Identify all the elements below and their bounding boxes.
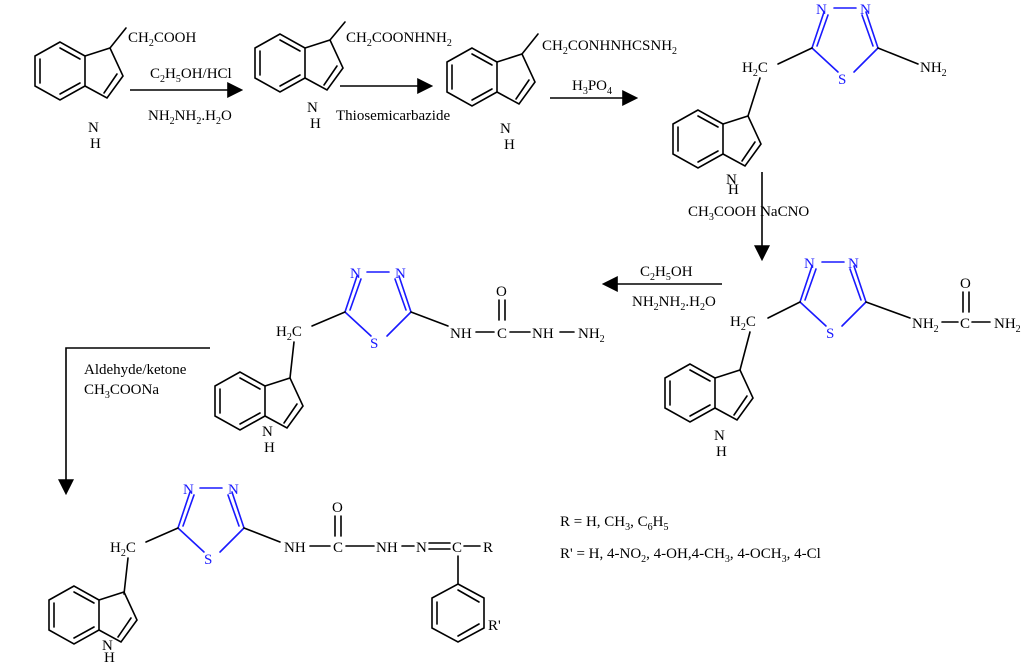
c1-nh: N — [88, 120, 99, 136]
c7-ch2: H2C — [110, 540, 136, 559]
c2-nh: N — [307, 100, 318, 116]
compound-1-indole-acetic-acid: CH2COOH N H — [34, 27, 197, 152]
c4-h: H — [728, 182, 739, 198]
c6-s: S — [370, 336, 378, 352]
c4-n1: N — [816, 2, 827, 18]
c7-s: S — [204, 552, 212, 568]
c4-s: S — [838, 72, 846, 88]
compound-2-hydrazide: CH2COONHNH2 N H — [254, 21, 452, 132]
c5-nh: N — [714, 428, 725, 444]
c6-n2: N — [395, 266, 406, 282]
c6-ch2: H2C — [276, 324, 302, 343]
c5-nh2-right: NH2 — [994, 316, 1021, 335]
c2-substituent: CH2COONHNH2 — [346, 30, 452, 49]
c6-nh2-link: NH — [532, 326, 554, 342]
c7-c-imine: C — [452, 540, 462, 556]
c7-rprime: R' — [488, 618, 501, 634]
c1-substituent: CH2COOH — [128, 30, 197, 49]
c7-nh-nh: NH — [376, 540, 398, 556]
c4-ch2: H2C — [742, 60, 768, 79]
reagent-step6-top: Aldehyde/ketone — [84, 362, 187, 378]
reagent-step3: H3PO4 — [572, 78, 612, 97]
c7-n1: N — [183, 482, 194, 498]
c7-n-imine: N — [416, 540, 427, 556]
c7-n: N — [102, 638, 113, 654]
legend-r: R = H, CH3, C6H5 — [560, 514, 669, 533]
reagent-step5-bottom: NH2NH2.H2O — [632, 294, 716, 313]
c3-nh: N — [500, 121, 511, 137]
reagent-step2: Thiosemicarbazide — [336, 108, 450, 124]
c1-h: H — [90, 136, 101, 152]
c6-nh: NH — [450, 326, 472, 342]
compound-6-semicarbazide-thiadiazole: N N S NH C O NH NH2 H2C N H — [214, 266, 605, 456]
c6-carbon: C — [497, 326, 507, 342]
c6-nh2: NH2 — [578, 326, 605, 345]
c4-amine: NH2 — [920, 60, 947, 79]
compound-3-thiosemicarbazide: CH2CONHNHCSNH2 N H — [446, 33, 677, 153]
reagent-step5-top: C2H5OH — [640, 264, 693, 283]
c5-s: S — [826, 326, 834, 342]
reagent-step1-bottom: NH2NH2.H2O — [148, 108, 232, 127]
c5-ch2: H2C — [730, 314, 756, 333]
reagent-step4: CH3COOH NaCNO — [688, 204, 809, 223]
c7-nh: NH — [284, 540, 306, 556]
c7-n2: N — [228, 482, 239, 498]
c5-carbon: C — [960, 316, 970, 332]
legend-rprime: R' = H, 4-NO2, 4-OH,4-CH3, 4-OCH3, 4-Cl — [560, 546, 821, 565]
c7-carbon: C — [333, 540, 343, 556]
c4-n2: N — [860, 2, 871, 18]
c7-oxygen: O — [332, 500, 343, 516]
c4-nh: N — [726, 172, 737, 188]
c5-h: H — [716, 444, 727, 460]
c7-r: R — [483, 540, 493, 556]
c7-h: H — [104, 650, 115, 664]
compound-7-final-product: N N S NH C O NH N C R R' H2C N H — [48, 482, 501, 664]
c3-h: H — [504, 137, 515, 153]
c2-h: H — [310, 116, 321, 132]
c5-n2: N — [848, 256, 859, 272]
arrow-6 — [58, 347, 210, 496]
c6-oxygen: O — [496, 284, 507, 300]
compound-5-urea-thiadiazole: N N S NH2 C O NH2 H2C N H — [664, 256, 1021, 460]
c5-n1: N — [804, 256, 815, 272]
c6-n: N — [262, 424, 273, 440]
c3-substituent: CH2CONHNHCSNH2 — [542, 38, 677, 57]
reagent-step1-top: C2H5OH/HCl — [150, 66, 232, 85]
c5-oxygen: O — [960, 276, 971, 292]
c6-h: H — [264, 440, 275, 456]
compound-4-aminothiadiazole: N N S NH2 H2C N H — [672, 2, 947, 198]
reagent-step6-bottom: CH3COONa — [84, 382, 159, 401]
c5-nh2-left: NH2 — [912, 316, 939, 335]
c6-n1: N — [350, 266, 361, 282]
